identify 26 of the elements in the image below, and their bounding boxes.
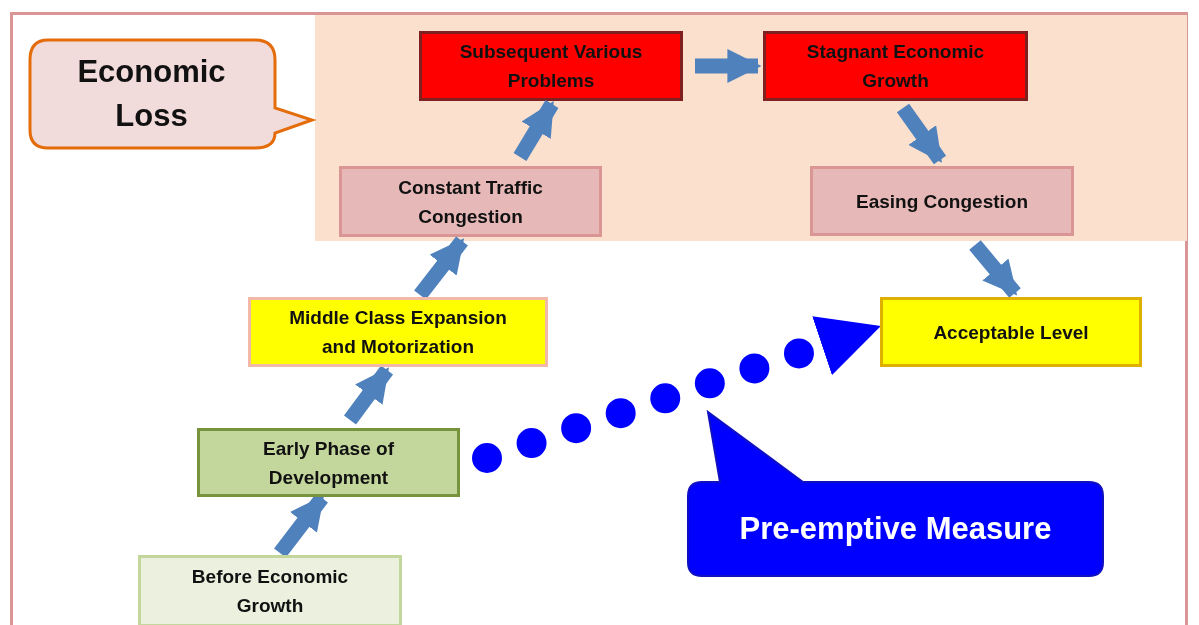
box-label: Middle Class Expansion and Motorization <box>288 306 508 359</box>
start-box <box>138 555 402 625</box>
process-box <box>810 166 1074 236</box>
block-arrow <box>343 365 394 425</box>
block-arrow <box>896 103 947 165</box>
process-box <box>197 428 460 497</box>
block-arrow <box>695 49 762 83</box>
box-label: Early Phase of Development <box>262 436 395 490</box>
process-box <box>248 297 548 367</box>
block-arrow <box>513 100 559 161</box>
box-label: Subsequent Various Problems <box>458 40 644 93</box>
problem-box <box>763 31 1028 101</box>
background-band <box>315 15 1187 241</box>
problem-box <box>419 31 683 101</box>
callout-text: Economic Loss <box>76 53 227 135</box>
process-box <box>339 166 602 237</box>
goal-box <box>880 297 1142 367</box>
callout-text: Pre-emptive Measure <box>738 510 1053 548</box>
speech-callout <box>28 38 314 150</box>
box-label: Acceptable Level <box>933 320 1089 345</box>
speech-callout <box>688 410 1103 576</box>
box-label: Stagnant Economic Growth <box>805 40 986 93</box>
box-label: Before Economic Growth <box>190 565 350 618</box>
box-label: Constant Traffic Congestion <box>397 175 544 229</box>
block-arrow <box>969 240 1021 298</box>
box-label: Easing Congestion <box>855 189 1029 214</box>
